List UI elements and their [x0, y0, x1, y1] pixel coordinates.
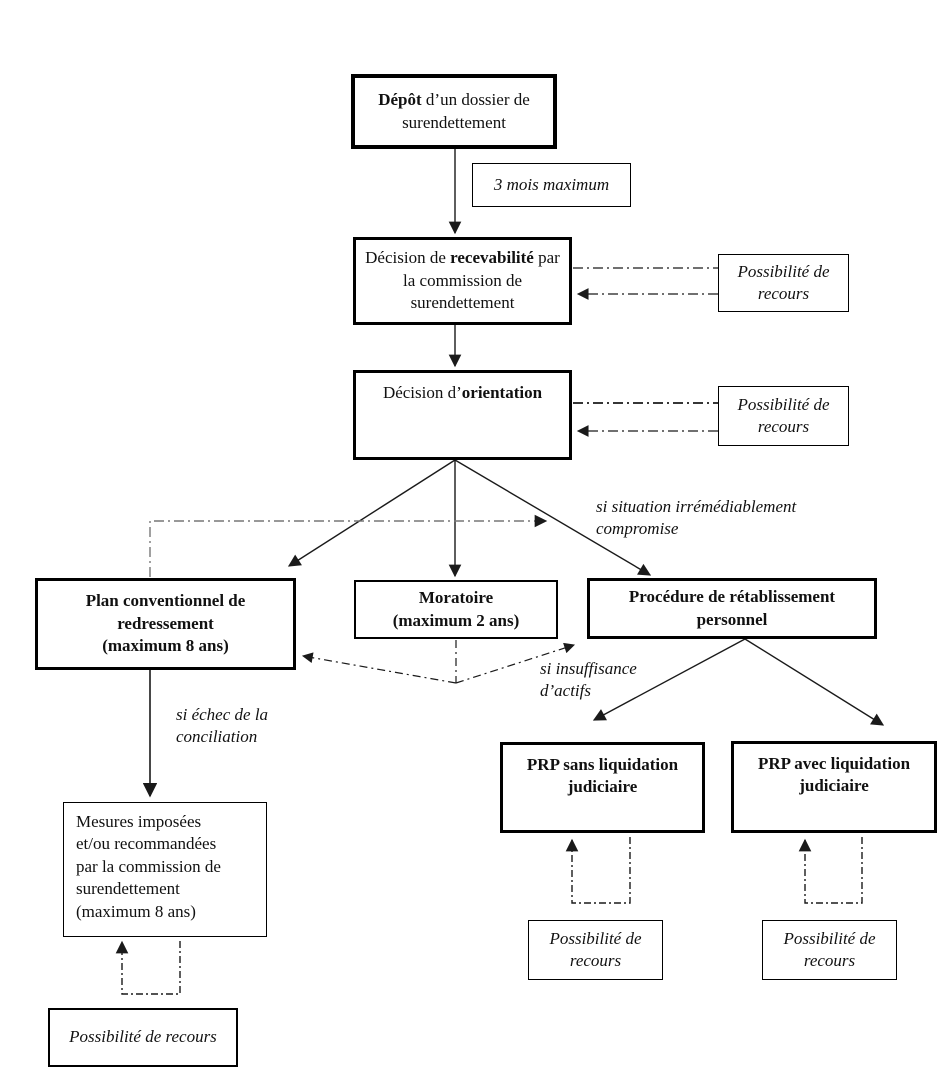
edge-prp-sans — [592, 638, 746, 721]
node-prp-avec-liquidation: PRP avec liquidation judiciaire — [731, 741, 937, 833]
edge-orientation-plan — [287, 459, 456, 567]
recours-text: Possibilité de recours — [549, 928, 642, 970]
node-decision-orientation: Décision d’orientation — [353, 370, 572, 460]
recours-text: Possibilité de recours — [737, 394, 830, 436]
moratoire-text: Moratoire (maximum 2 ans) — [392, 588, 520, 630]
node-moratoire: Moratoire (maximum 2 ans) — [354, 580, 558, 639]
edge-junction-plan — [301, 652, 457, 684]
node-recours-orientation: Possibilité de recours — [718, 386, 849, 446]
recours-text: Possibilité de recours — [737, 261, 830, 303]
node-recours-mesures: Possibilité de recours — [48, 1008, 238, 1067]
node-plan-conventionnel: Plan conventionnel de redressement (maxi… — [35, 578, 296, 670]
node-prp-sans-liquidation: PRP sans liquidation judiciaire — [500, 742, 705, 833]
label-insuffisance-actifs: si insuffisance d’actifs — [540, 659, 637, 701]
orientation-text: Décision d’orientation — [382, 383, 543, 402]
edge-junction-prp — [455, 642, 576, 684]
edge-plan-situation-compromise — [149, 514, 548, 577]
edge-prp-avec — [744, 638, 885, 726]
node-delai-3-mois: 3 mois maximum — [472, 163, 631, 207]
node-depot-dossier: Dépôt d’un dossier de surendettement — [351, 74, 557, 149]
label-echec-conciliation: si échec de la conciliation — [176, 705, 269, 747]
prp-text: Procédure de rétablissement personnel — [628, 587, 836, 629]
edge-recours-prp-sans — [565, 837, 631, 904]
node-depot-text: Dépôt d’un dossier de surendettement — [378, 90, 530, 132]
mesures-text: Mesures imposées et/ou recommandées par … — [76, 812, 221, 921]
node-decision-recevabilite: Décision de recevabilité par la commissi… — [353, 237, 572, 325]
prp-sans-text: PRP sans liquidation judiciaire — [526, 755, 679, 797]
node-procedure-retablissement: Procédure de rétablissement personnel — [587, 578, 877, 639]
edge-recours-prp-avec — [798, 837, 863, 904]
prp-avec-text: PRP avec liquidation judiciaire — [757, 754, 911, 796]
edge-recours-mesures — [115, 940, 181, 995]
label-situation-compromise: si situation irrémédiablement compromise — [596, 497, 797, 539]
node-recours-prp-sans: Possibilité de recours — [528, 920, 663, 980]
plan-text: Plan conventionnel de redressement (maxi… — [85, 591, 246, 656]
node-recours-prp-avec: Possibilité de recours — [762, 920, 897, 980]
recours-text: Possibilité de recours — [783, 928, 876, 970]
recevabilite-text: Décision de recevabilité par la commissi… — [365, 248, 560, 313]
node-recours-recevabilite: Possibilité de recours — [718, 254, 849, 312]
delai-text: 3 mois maximum — [493, 174, 610, 194]
node-mesures-imposees: Mesures imposées et/ou recommandées par … — [63, 802, 267, 937]
edge-orientation-prp — [454, 459, 652, 576]
recours-text: Possibilité de recours — [69, 1027, 217, 1047]
